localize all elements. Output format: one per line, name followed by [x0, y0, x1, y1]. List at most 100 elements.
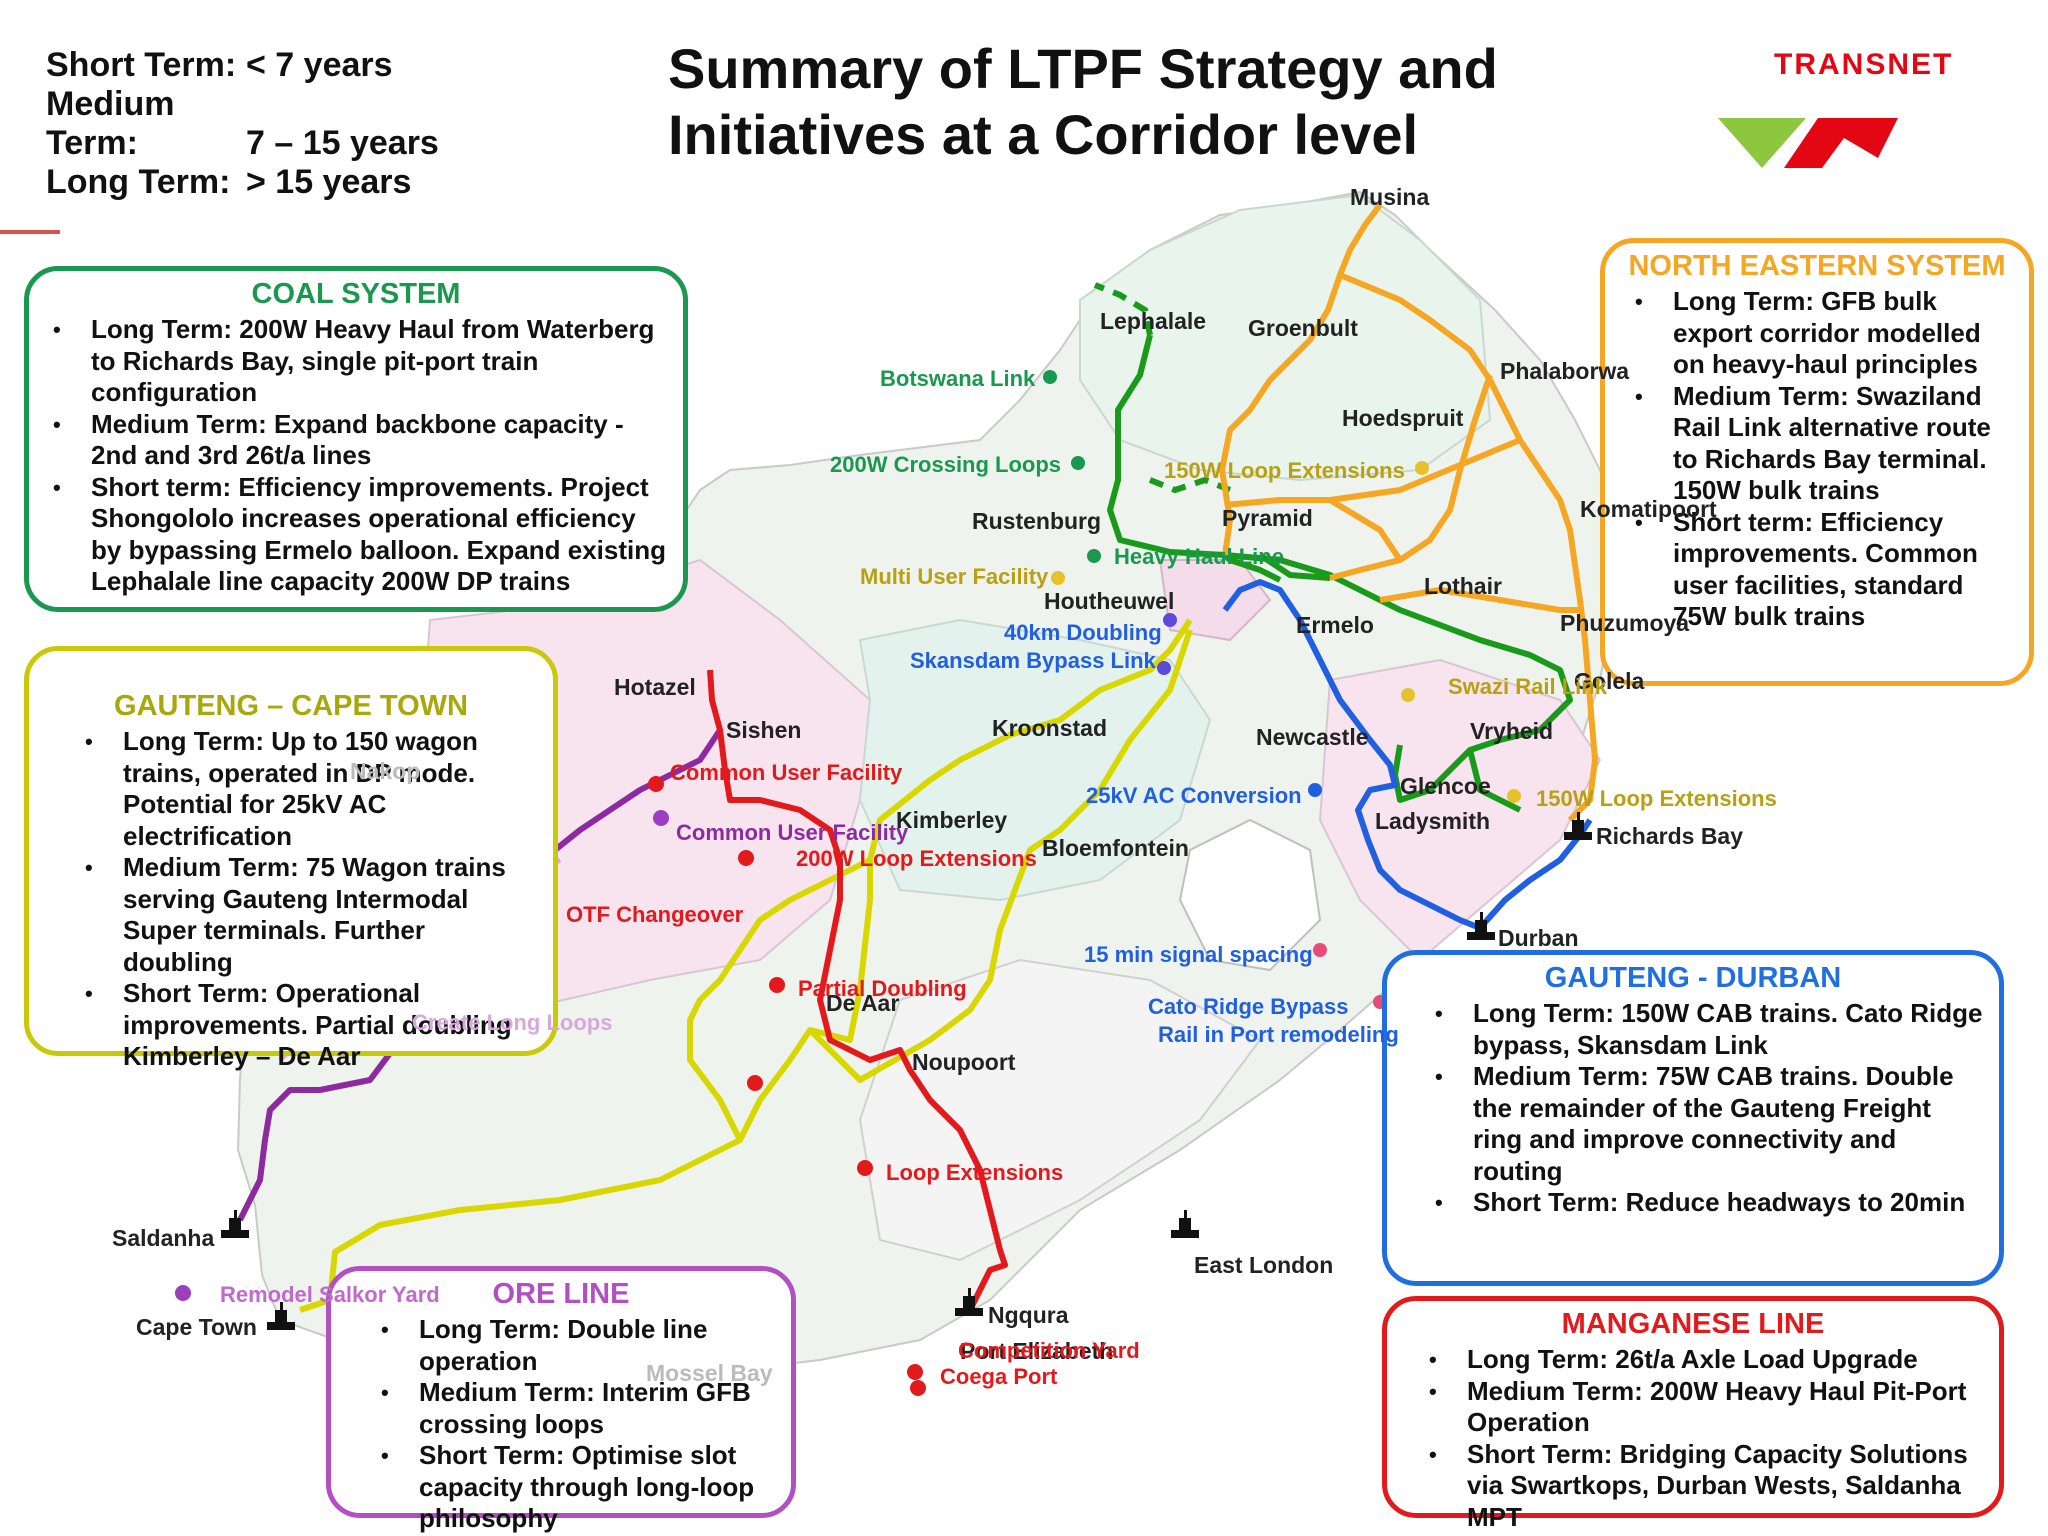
dot-botswana-link [1043, 370, 1057, 384]
city-lephalale: Lephalale [1100, 308, 1207, 334]
city-ermelo: Ermelo [1296, 612, 1374, 638]
city-komatipoort: Komatipoort [1580, 496, 1717, 522]
ship-icon-saldanha [221, 1210, 249, 1238]
label-cato-ridge: Cato Ridge Bypass [1148, 994, 1349, 1019]
gauteng-cape-title: GAUTENG – CAPE TOWN [114, 690, 468, 722]
ore-long-term: Long Term: Double line operation [381, 1314, 777, 1377]
label-loop-extensions: Loop Extensions [886, 1160, 1064, 1185]
dot-150w-north [1415, 461, 1429, 475]
ore-line-box: ORE LINE Long Term: Double line operatio… [326, 1266, 796, 1533]
label-heavy-haul-line: Heavy Haul Line [1114, 544, 1284, 569]
city-sishen: Sishen [726, 717, 802, 743]
city-phuzumoya: Phuzumoya [1560, 610, 1690, 636]
dot-otf [747, 1075, 763, 1091]
gauteng-cape-short-term: Short Term: Operational improvements. Pa… [85, 978, 539, 1073]
manganese-title: MANGANESE LINE [1561, 1308, 1825, 1340]
coal-system-box: COAL SYSTEM Long Term: 200W Heavy Haul f… [24, 266, 688, 612]
dot-loop-ext [857, 1160, 873, 1176]
city-ngqura: Ngqura [988, 1302, 1069, 1328]
city-pyramid: Pyramid [1222, 505, 1313, 531]
manganese-medium-term: Medium Term: 200W Heavy Haul Pit-Port Op… [1429, 1376, 1985, 1439]
gauteng-cape-box: GAUTENG – CAPE TOWN Long Term: Up to 150… [24, 646, 558, 1071]
dot-common-user-purple [653, 810, 669, 826]
gauteng-cape-medium-term: Medium Term: 75 Wagon trains serving Gau… [85, 852, 539, 978]
coal-line-dashed-mid [1148, 476, 1232, 494]
gauteng-durban-short-term: Short Term: Reduce headways to 20min [1435, 1187, 1985, 1219]
legend-term-medium: Medium Term: [46, 85, 175, 162]
city-newcastle: Newcastle [1256, 724, 1369, 750]
city-richards-bay: Richards Bay [1596, 823, 1744, 849]
coal-short-term: Short term: Efficiency improvements. Pro… [53, 472, 669, 598]
city-musina: Musina [1350, 184, 1430, 210]
lesotho [1178, 818, 1322, 972]
dot-common-user-red [648, 776, 664, 792]
legend-value-short: < 7 years [246, 46, 393, 84]
label-partial-doubling: Partial Doubling [798, 976, 967, 1001]
city-saldanha: Saldanha [112, 1225, 215, 1251]
city-de-aar: De Aar [826, 990, 900, 1016]
city-cape-town: Cape Town [136, 1314, 257, 1340]
coal-line-dashed-north [1093, 282, 1153, 336]
north-eastern-long-term: Long Term: GFB bulk export corridor mode… [1635, 286, 2015, 381]
transnet-logo: TRANSNET [1718, 48, 1968, 178]
label-common-user-purple: Common User Facility [676, 820, 909, 845]
city-vryheid: Vryheid [1470, 718, 1554, 744]
dot-150w-rb [1507, 789, 1521, 803]
dot-remodel-salkor [175, 1285, 191, 1301]
label-200w-crossing-loops: 200W Crossing Loops [830, 452, 1062, 477]
dot-multi-user [1051, 571, 1065, 585]
manganese-short-term: Short Term: Bridging Capacity Solutions … [1429, 1439, 1985, 1534]
dot-partial-doubling [769, 977, 785, 993]
city-glencoe: Glencoe [1400, 773, 1491, 799]
province-eastern-cape [858, 958, 1262, 1262]
ore-line-title: ORE LINE [492, 1278, 630, 1310]
ship-icon-durban [1467, 912, 1495, 940]
city-ladysmith: Ladysmith [1375, 808, 1491, 834]
label-rail-in-port: Rail in Port remodeling [1158, 1022, 1399, 1047]
label-botswana-link: Botswana Link [880, 366, 1036, 391]
ship-icon-ngqura [955, 1288, 983, 1316]
coal-line [1107, 334, 1573, 813]
legend-value-long: > 15 years [246, 163, 412, 201]
gauteng-durban-medium-term: Medium Term: 75W CAB trains. Double the … [1435, 1061, 1985, 1187]
logo-text: TRANSNET [1774, 48, 1954, 81]
manganese-line [707, 669, 1008, 1312]
ship-icon-cape-town [267, 1302, 295, 1330]
gauteng-durban-title: GAUTENG - DURBAN [1544, 962, 1842, 994]
dot-crossing-loops [1071, 456, 1085, 470]
ore-short-term: Short Term: Optimise slot capacity throu… [381, 1440, 777, 1535]
north-eastern-short-term: Short term: Efficiency improvements. Com… [1635, 507, 2015, 633]
north-eastern-medium-term: Medium Term: Swaziland Rail Link alterna… [1635, 381, 2015, 507]
gauteng-durban-long-term: Long Term: 150W CAB trains. Cato Ridge b… [1435, 998, 1985, 1061]
city-port-elizabeth: Port Elizabeth [960, 1338, 1114, 1364]
legend-value-medium: 7 – 15 years [246, 124, 439, 162]
label-150w-loop-rb: 150W Loop Extensions [1536, 786, 1777, 811]
label-40km-doubling: 40km Doubling [1004, 620, 1162, 645]
city-kimberley: Kimberley [896, 807, 1008, 833]
north-eastern-title: NORTH EASTERN SYSTEM [1628, 250, 2006, 282]
coal-medium-term: Medium Term: Expand backbone capacity - … [53, 409, 669, 472]
city-nakop: Nakop [350, 758, 421, 784]
legend-term-long: Long Term: [46, 163, 231, 201]
dot-heavy-haul [1087, 549, 1101, 563]
label-skansdam: Skansdam Bypass Link [910, 648, 1156, 673]
dot-skansdam [1157, 661, 1171, 675]
city-hoedspruit: Hoedspruit [1342, 405, 1464, 431]
city-houtheuwel: Houtheuwel [1044, 588, 1175, 614]
accent-line [0, 230, 60, 234]
city-bloemfontein: Bloemfontein [1042, 835, 1189, 861]
label-ac-conversion: 25kV AC Conversion [1086, 783, 1302, 808]
city-golela: Golela [1574, 668, 1645, 694]
manganese-long-term: Long Term: 26t/a Axle Load Upgrade [1429, 1344, 1985, 1376]
city-phalaborwa: Phalaborwa [1500, 358, 1630, 384]
logo-mark-icon [1718, 118, 1898, 168]
ore-medium-term: Medium Term: Interim GFB crossing loops [381, 1377, 777, 1440]
manganese-box: MANGANESE LINE Long Term: 26t/a Axle Loa… [1382, 1296, 2004, 1532]
label-competition-yard: Competition Yard [958, 1338, 1140, 1363]
city-rustenburg: Rustenburg [972, 508, 1102, 534]
city-groenbult: Groenbult [1248, 315, 1358, 341]
title-line-1: Summary of LTPF Strategy and [668, 37, 1498, 100]
city-noupoort: Noupoort [912, 1049, 1016, 1075]
city-hotazel: Hotazel [614, 674, 696, 700]
